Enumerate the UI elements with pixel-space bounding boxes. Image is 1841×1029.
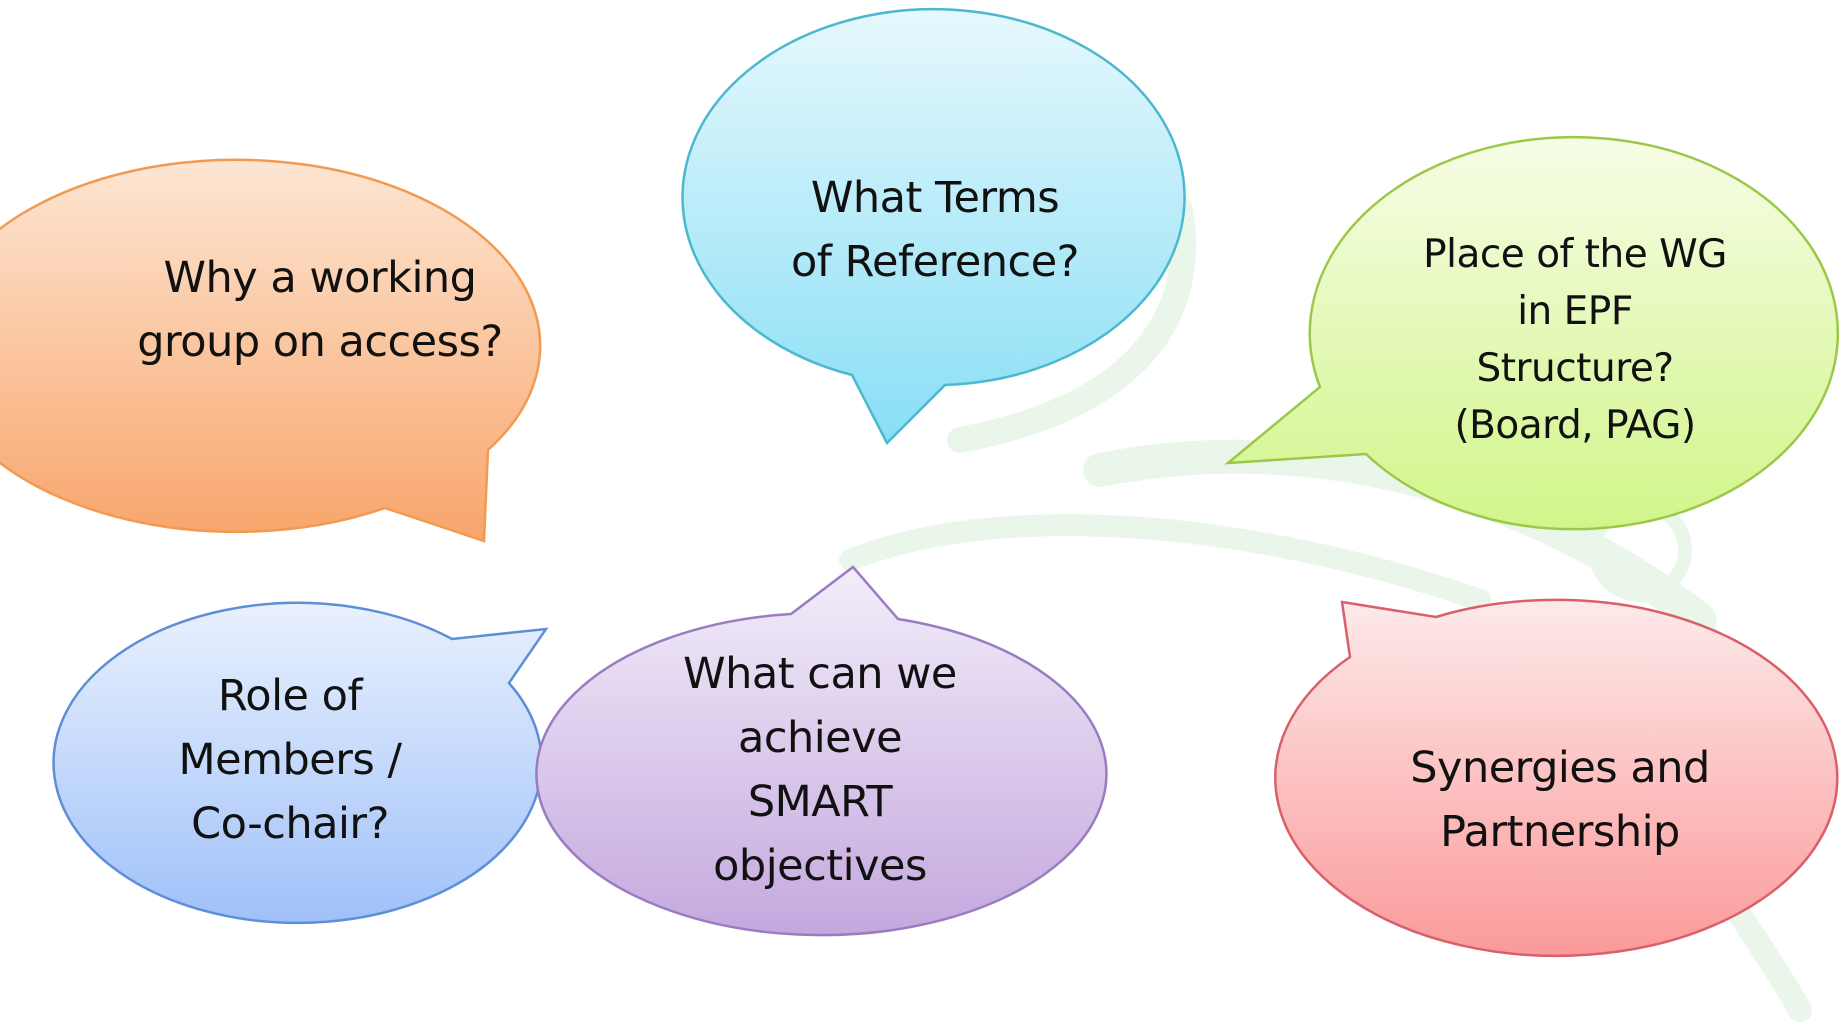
text-line: What Terms (810, 173, 1060, 223)
text-line: Partnership (1440, 807, 1680, 857)
text-line: achieve (737, 713, 903, 763)
bubble-place-of-wg (1224, 135, 1840, 531)
bubble-text-what-can-we-achieve: What can we achieve SMART objectives (640, 640, 1000, 900)
bubble-text-place-of-wg: Place of the WG in EPF Structure? (Board… (1375, 220, 1775, 460)
text-line: group on access? (137, 317, 503, 367)
bubble-role-of-members (52, 601, 549, 925)
text-line: Co-chair? (191, 799, 389, 849)
text-line: in EPF (1517, 289, 1633, 334)
text-line: of Reference? (791, 237, 1079, 287)
bubble-text-terms-of-reference: What Terms of Reference? (735, 120, 1135, 340)
text-line: What can we (683, 649, 957, 699)
text-line: Synergies and (1410, 743, 1710, 793)
bubble-what-can-we-achieve (535, 565, 1108, 937)
bubble-why-working-group (0, 158, 542, 543)
text-line: SMART (747, 777, 893, 827)
text-line: (Board, PAG) (1454, 403, 1696, 448)
bubble-text-synergies: Synergies and Partnership (1360, 700, 1760, 900)
bubble-terms-of-reference (681, 7, 1186, 446)
text-line: Place of the WG (1423, 232, 1727, 277)
bubble-text-role-of-members: Role of Members / Co-chair? (110, 660, 470, 860)
text-line: Role of (217, 671, 363, 721)
bubble-synergies (1274, 598, 1839, 958)
text-line: Members / (178, 735, 402, 785)
text-line: Why a working (163, 253, 477, 303)
text-line: Structure? (1476, 346, 1674, 391)
text-line: objectives (713, 841, 927, 891)
bubble-text-why-working-group: Why a working group on access? (90, 200, 550, 420)
